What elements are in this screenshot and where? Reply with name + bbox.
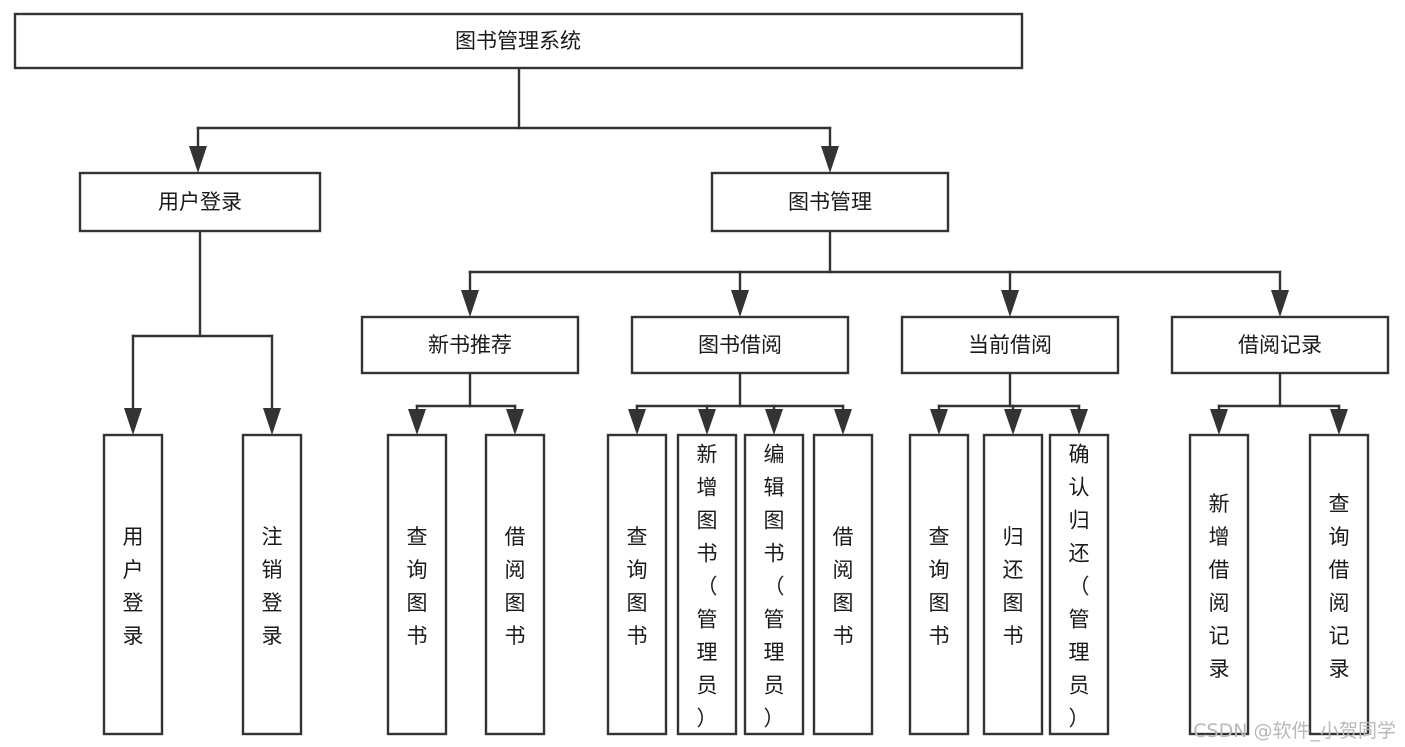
arrowhead-new-book-recommend bbox=[461, 290, 479, 317]
node-leaf-add-book-admin-box[interactable] bbox=[676, 433, 738, 736]
csdn-watermark: CSDN @软件_小贺同学 bbox=[1193, 720, 1396, 742]
node-book-management[interactable]: 图书管理 bbox=[710, 171, 950, 233]
arrowhead-leaf-confirm-return-admin bbox=[1070, 409, 1088, 435]
node-leaf-query-borrow-record[interactable]: 查询借阅记录 bbox=[1308, 433, 1370, 736]
node-current-borrow-label: 当前借阅 bbox=[968, 333, 1052, 357]
node-leaf-query-book-2-label: 查询图书 bbox=[627, 525, 648, 648]
arrowhead-current-borrow bbox=[1001, 290, 1019, 317]
node-leaf-borrow-book-2-label: 借阅图书 bbox=[833, 525, 854, 648]
node-book-management-label: 图书管理 bbox=[788, 190, 872, 214]
node-new-book-recommend[interactable]: 新书推荐 bbox=[360, 315, 580, 375]
node-root-label: 图书管理系统 bbox=[455, 29, 581, 53]
arrowhead-leaf-query-borrow-record bbox=[1330, 409, 1348, 435]
node-borrow-record[interactable]: 借阅记录 bbox=[1170, 315, 1390, 375]
arrowhead-book-management bbox=[821, 146, 839, 173]
node-leaf-add-borrow-record-label: 新增借阅记录 bbox=[1209, 492, 1230, 681]
arrowhead-leaf-query-book-3 bbox=[930, 409, 948, 435]
node-book-management-box[interactable] bbox=[710, 171, 950, 233]
node-leaf-query-borrow-record-label: 查询借阅记录 bbox=[1329, 492, 1350, 681]
node-leaf-query-book-1-label: 查询图书 bbox=[407, 525, 428, 648]
node-leaf-query-book-2[interactable]: 查询图书 bbox=[606, 433, 668, 736]
node-current-borrow-box[interactable] bbox=[900, 315, 1120, 375]
node-leaf-query-book-3-box[interactable] bbox=[908, 433, 970, 736]
node-leaf-user-login-box[interactable] bbox=[102, 433, 164, 736]
node-root-box[interactable] bbox=[13, 12, 1024, 70]
arrowhead-leaf-query-book-1 bbox=[408, 409, 426, 435]
arrowhead-user-login bbox=[189, 146, 207, 173]
node-leaf-return-book[interactable]: 归还图书 bbox=[982, 433, 1044, 736]
arrowhead-leaf-add-borrow-record bbox=[1210, 409, 1228, 435]
node-leaf-return-book-box[interactable] bbox=[982, 433, 1044, 736]
arrowhead-leaf-query-book-2 bbox=[628, 409, 646, 435]
node-leaf-query-book-1[interactable]: 查询图书 bbox=[386, 433, 448, 736]
node-leaf-edit-book-admin[interactable]: 编辑图书（管理员） bbox=[743, 433, 805, 736]
node-current-borrow[interactable]: 当前借阅 bbox=[900, 315, 1120, 375]
node-leaf-query-book-3[interactable]: 查询图书 bbox=[908, 433, 970, 736]
node-leaf-edit-book-admin-label: 编辑图书（管理员） bbox=[764, 442, 785, 730]
arrowhead-leaf-add-book-admin bbox=[698, 409, 716, 435]
node-leaf-borrow-book-1[interactable]: 借阅图书 bbox=[484, 433, 546, 736]
node-leaf-logout-login-box[interactable] bbox=[241, 433, 303, 736]
arrowhead-borrow-record bbox=[1271, 290, 1289, 317]
node-leaf-add-book-admin-label: 新增图书（管理员） bbox=[697, 442, 718, 730]
node-root[interactable]: 图书管理系统 bbox=[13, 12, 1024, 70]
arrowhead-leaf-logout-login bbox=[263, 408, 281, 435]
node-book-borrow[interactable]: 图书借阅 bbox=[630, 315, 850, 375]
node-new-book-recommend-box[interactable] bbox=[360, 315, 580, 375]
arrowhead-leaf-borrow-book-1 bbox=[506, 409, 524, 435]
node-leaf-borrow-book-1-label: 借阅图书 bbox=[505, 525, 526, 648]
arrowhead-leaf-edit-book-admin bbox=[765, 409, 783, 435]
node-user-login-box[interactable] bbox=[78, 171, 322, 233]
node-leaf-add-borrow-record-box[interactable] bbox=[1188, 433, 1250, 736]
node-book-borrow-box[interactable] bbox=[630, 315, 850, 375]
node-leaf-add-book-admin[interactable]: 新增图书（管理员） bbox=[676, 433, 738, 736]
node-borrow-record-label: 借阅记录 bbox=[1238, 333, 1322, 357]
node-leaf-query-book-1-box[interactable] bbox=[386, 433, 448, 736]
node-leaf-query-book-3-label: 查询图书 bbox=[929, 525, 950, 648]
arrowhead-leaf-user-login bbox=[124, 408, 142, 435]
node-leaf-borrow-book-2-box[interactable] bbox=[812, 433, 874, 736]
node-leaf-add-borrow-record[interactable]: 新增借阅记录 bbox=[1188, 433, 1250, 736]
node-new-book-recommend-label: 新书推荐 bbox=[428, 333, 512, 357]
node-leaf-confirm-return-admin[interactable]: 确认归还（管理员） bbox=[1048, 433, 1110, 736]
node-user-login-label: 用户登录 bbox=[158, 190, 242, 214]
arrowhead-leaf-return-book bbox=[1004, 409, 1022, 435]
arrowhead-book-borrow bbox=[731, 290, 749, 317]
node-leaf-return-book-label: 归还图书 bbox=[1003, 525, 1024, 648]
leaf-node-layer: 用户登录 注销登录 查询图书 借阅图书 查询图书 新增图书（管理员） bbox=[102, 433, 1370, 736]
node-leaf-query-book-2-box[interactable] bbox=[606, 433, 668, 736]
node-leaf-logout-login[interactable]: 注销登录 bbox=[241, 433, 303, 736]
node-book-borrow-label: 图书借阅 bbox=[698, 333, 782, 357]
node-leaf-borrow-book-1-box[interactable] bbox=[484, 433, 546, 736]
node-leaf-user-login-label: 用户登录 bbox=[123, 525, 144, 648]
node-user-login[interactable]: 用户登录 bbox=[78, 171, 322, 233]
node-leaf-query-borrow-record-box[interactable] bbox=[1308, 433, 1370, 736]
node-leaf-borrow-book-2[interactable]: 借阅图书 bbox=[812, 433, 874, 736]
node-leaf-confirm-return-admin-label: 确认归还（管理员） bbox=[1069, 442, 1090, 730]
node-borrow-record-box[interactable] bbox=[1170, 315, 1390, 375]
node-leaf-confirm-return-admin-box[interactable] bbox=[1048, 433, 1110, 736]
connector-layer bbox=[124, 66, 1348, 435]
node-leaf-user-login[interactable]: 用户登录 bbox=[102, 433, 164, 736]
node-leaf-logout-login-label: 注销登录 bbox=[262, 525, 283, 648]
node-leaf-edit-book-admin-box[interactable] bbox=[743, 433, 805, 736]
arrowhead-leaf-borrow-book-2 bbox=[834, 409, 852, 435]
